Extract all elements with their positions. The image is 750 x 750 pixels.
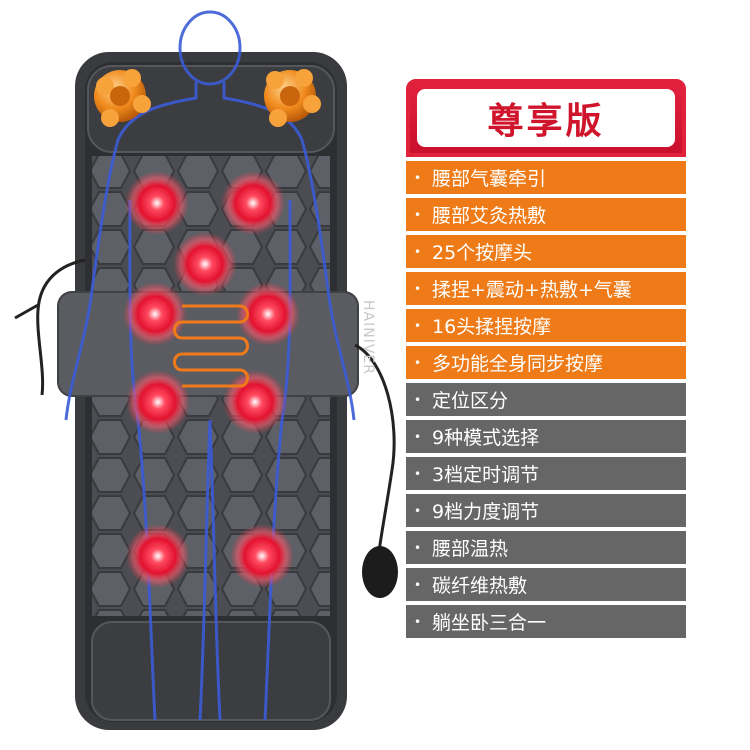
bullet-icon: • <box>414 170 422 185</box>
feature-row: • 腰部艾灸热敷 <box>406 198 686 231</box>
feature-row: • 腰部温热 <box>406 531 686 564</box>
feature-row: • 16头揉捏按摩 <box>406 309 686 342</box>
feature-row: • 躺坐卧三合一 <box>406 605 686 638</box>
neck-nodes-left <box>94 69 151 127</box>
bullet-icon: • <box>414 466 422 481</box>
feature-label: 定位区分 <box>432 390 509 412</box>
bullet-icon: • <box>414 429 422 444</box>
feature-label: 腰部温热 <box>432 538 509 560</box>
foot-pad <box>91 621 331 721</box>
feature-row: • 9种模式选择 <box>406 420 686 453</box>
bullet-icon: • <box>414 614 422 629</box>
bullet-icon: • <box>414 503 422 518</box>
feature-panel: 尊享版 • 腰部气囊牵引 • 腰部艾灸热敷 • 25个按摩头 • 揉捏+震动+热敷+气囊 • 16… <box>406 79 686 638</box>
neck-nodes-right <box>264 69 321 127</box>
air-pump-icon <box>362 546 398 598</box>
bullet-icon: • <box>414 244 422 259</box>
feature-label: 9种模式选择 <box>432 427 540 449</box>
title-banner: 尊享版 <box>406 79 686 157</box>
feature-label: 多功能全身同步按摩 <box>432 353 604 375</box>
waist-belt <box>57 291 359 397</box>
bullet-icon: • <box>414 392 422 407</box>
heating-coil <box>173 304 249 388</box>
feature-label: 腰部气囊牵引 <box>432 168 547 190</box>
bullet-icon: • <box>414 577 422 592</box>
edition-title: 尊享版 <box>417 89 675 147</box>
feature-label: 碳纤维热敷 <box>432 575 528 597</box>
bullet-icon: • <box>414 281 422 296</box>
massage-mat-image <box>14 10 398 730</box>
feature-row: • 9档力度调节 <box>406 494 686 527</box>
feature-label: 3档定时调节 <box>432 464 540 486</box>
feature-label: 腰部艾灸热敷 <box>432 205 547 227</box>
watermark: HAINIVER <box>360 300 376 375</box>
feature-row: • 多功能全身同步按摩 <box>406 346 686 379</box>
air-pump-hose <box>354 343 396 561</box>
feature-row: • 碳纤维热敷 <box>406 568 686 601</box>
feature-row: • 25个按摩头 <box>406 235 686 268</box>
bullet-icon: • <box>414 318 422 333</box>
bullet-icon: • <box>414 540 422 555</box>
feature-row: • 揉捏+震动+热敷+气囊 <box>406 272 686 305</box>
feature-label: 25个按摩头 <box>432 242 533 264</box>
feature-row: • 3档定时调节 <box>406 457 686 490</box>
feature-label: 9档力度调节 <box>432 501 540 523</box>
feature-label: 躺坐卧三合一 <box>432 612 547 634</box>
feature-label: 16头揉捏按摩 <box>432 316 552 338</box>
bullet-icon: • <box>414 355 422 370</box>
bullet-icon: • <box>414 207 422 222</box>
feature-label: 揉捏+震动+热敷+气囊 <box>432 279 632 301</box>
controller-cable <box>36 258 86 396</box>
heat-node-icon <box>123 171 300 588</box>
feature-row: • 定位区分 <box>406 383 686 416</box>
feature-row: • 腰部气囊牵引 <box>406 161 686 194</box>
